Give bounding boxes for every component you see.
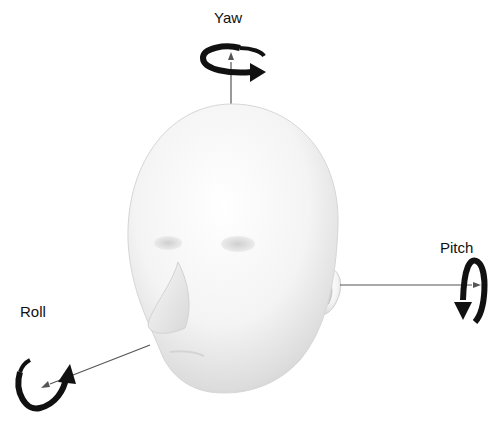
- axis-label: Yaw: [214, 10, 242, 27]
- axis-label: Pitch: [440, 240, 473, 257]
- head: [128, 104, 338, 393]
- yaw-axis: [230, 62, 231, 108]
- yaw-arrow: [203, 46, 252, 72]
- yaw-axis-head: [228, 52, 234, 60]
- pitch-axis-head: [473, 282, 481, 288]
- nose: [148, 262, 189, 333]
- yaw-arrowhead: [250, 63, 266, 82]
- axis-label: Roll: [20, 304, 46, 321]
- roll-axis: [50, 345, 150, 384]
- mouth: [170, 351, 204, 356]
- eye: [221, 236, 255, 252]
- roll-arrowhead: [58, 364, 76, 384]
- pitch-arrowhead: [454, 302, 472, 320]
- roll-axis-head: [41, 381, 50, 388]
- yaw-arrow-back: [240, 48, 264, 56]
- roll-arrow: [18, 372, 66, 409]
- pitch-axis: [340, 284, 472, 285]
- eye: [154, 236, 182, 250]
